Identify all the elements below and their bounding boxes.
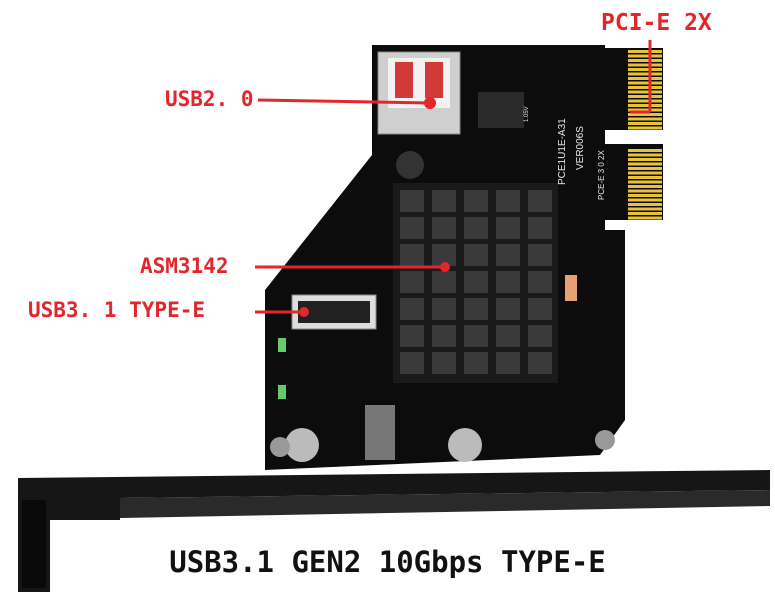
gold-finger [628,216,662,220]
inductor [365,405,395,460]
gold-finger [628,122,662,125]
heatsink-fin [464,298,488,320]
heatsink-fin [496,298,520,320]
heatsink-fin [528,298,552,320]
heatsink-fin [464,325,488,347]
gold-finger [628,167,662,170]
gold-finger [628,212,662,215]
gold-finger [628,63,662,67]
heatsink-fin [400,325,424,347]
gold-finger [628,189,662,193]
type-e-connector [291,294,377,330]
gold-finger [628,86,662,89]
pcie-gold-connector [605,48,663,220]
heatsink-fin [496,325,520,347]
heatsink-fin [528,217,552,239]
gold-finger [628,68,662,71]
silk-version: VER006S [575,126,586,170]
heatsink-fin [400,217,424,239]
gold-finger [628,126,662,130]
capacitor [448,428,482,462]
heatsink-fin [432,325,456,347]
gold-finger [628,99,662,103]
gold-finger [628,180,662,184]
led [278,338,286,352]
gold-finger [628,158,662,161]
gold-finger [628,108,662,112]
heatsink-fin [400,271,424,293]
capacitor [285,428,319,462]
metal-bracket [18,470,770,592]
label-asm3142: ASM3142 [140,254,229,278]
gold-finger [628,50,662,53]
gold-finger [628,117,662,121]
gold-finger [628,72,662,76]
gold-finger [628,149,662,152]
heatsink-fin [496,244,520,266]
heatsink-fin [496,271,520,293]
gold-finger [628,185,662,188]
silk-model: PCE1U1E-A31 [557,118,568,185]
heatsink-fin [528,325,552,347]
gold-finger [628,153,662,157]
heatsink-fin [464,352,488,374]
mounting-hole [595,430,615,450]
label-pcie-2x: PCI-E 2X [601,10,712,36]
gold-finger [628,194,662,197]
label-usb2: USB2. 0 [165,87,254,111]
label-usb31-type-e: USB3. 1 TYPE-E [28,298,206,322]
gold-finger [628,162,662,166]
gold-finger [628,176,662,179]
gold-finger [628,95,662,98]
heatsink-fin [400,352,424,374]
heatsink-fin [432,271,456,293]
heatsink-fin [496,190,520,212]
heatsink-fin [432,244,456,266]
gold-finger [628,113,662,116]
heatsink-fin [400,298,424,320]
heatsink-fin [528,352,552,374]
led [565,275,577,301]
heatsink-fin [464,217,488,239]
gold-finger [628,81,662,85]
gold-finger [628,54,662,58]
heatsink [393,183,558,383]
heatsink-fin [464,244,488,266]
gold-finger [628,77,662,80]
heatsink-fin [496,352,520,374]
heatsink-fin [464,190,488,212]
capacitor [396,151,424,179]
heatsink-fin [464,271,488,293]
gold-finger [628,198,662,202]
heatsink-fin [432,217,456,239]
heatsink-fin [432,352,456,374]
mounting-hole [270,437,290,457]
gold-finger [628,59,662,62]
heatsink-fin [528,190,552,212]
heatsink-fin [400,244,424,266]
gold-finger [628,171,662,175]
caption: USB3.1 GEN2 10Gbps TYPE-E [169,545,606,579]
heatsink-fin [496,217,520,239]
led [278,385,286,399]
silk-slot: PCE-E 3 0 2X [597,150,606,200]
heatsink-fin [432,190,456,212]
heatsink-fin [400,190,424,212]
heatsink-fin [432,298,456,320]
chip [478,92,524,128]
gold-finger [628,90,662,94]
silk-voltage: 1.05V [524,106,530,122]
callout-lines [255,40,652,314]
usb2-port [377,51,461,135]
gold-finger [628,207,662,211]
gold-finger [628,104,662,107]
gold-finger [628,203,662,206]
heatsink-fin [528,244,552,266]
heatsink-fin [528,271,552,293]
